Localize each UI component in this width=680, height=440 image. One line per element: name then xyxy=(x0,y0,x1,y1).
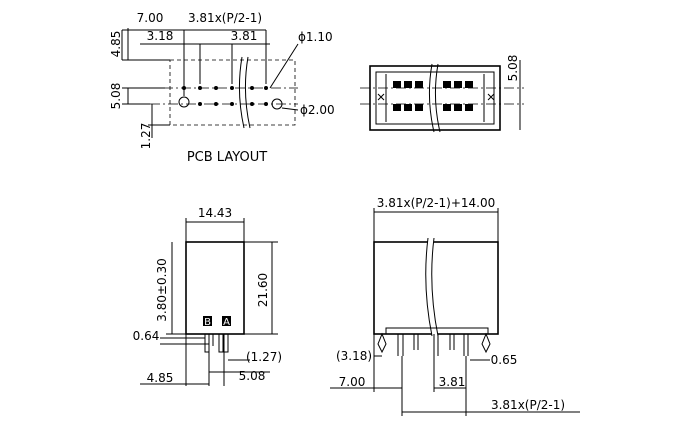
side-dim-width: 14.43 xyxy=(198,206,232,220)
front-dim-0-65: 0.65 xyxy=(491,353,518,367)
break-line xyxy=(244,56,251,129)
side-view: 14.43 21.60 3.80±0.30 B A 0.64 (1.27) xyxy=(133,206,282,386)
pcb-holes-row1 xyxy=(182,86,268,90)
side-dim-5-08: 5.08 xyxy=(239,369,266,383)
pcb-dim-hole-small: ϕ1.10 xyxy=(298,30,333,44)
pcb-dim-1-27: 1.27 xyxy=(139,123,153,150)
pcb-layout-title: PCB LAYOUT xyxy=(187,150,267,165)
side-pins xyxy=(204,333,229,353)
pcb-layout-view: 7.00 3.81x(P/2-1) 3.18 3.81 ϕ1.10 ϕ2.00 … xyxy=(109,11,335,165)
side-dim-3-80: 3.80±0.30 xyxy=(155,258,169,322)
pcb-dim-hole-large: ϕ2.00 xyxy=(300,103,335,117)
break-line xyxy=(238,56,245,129)
top-dim-5-08: 5.08 xyxy=(506,55,520,82)
front-view: 3.81x(P/2-1)+14.00 (3.18) 0.65 7.00 xyxy=(330,196,580,416)
side-dim-0-64: 0.64 xyxy=(133,329,160,343)
pcb-dim-3-81: 3.81 xyxy=(231,29,258,43)
front-dim-3-18: (3.18) xyxy=(336,349,372,363)
peg-hole-left xyxy=(178,96,190,108)
top-view: 5.08 xyxy=(360,55,524,133)
front-dim-3-81: 3.81 xyxy=(439,375,466,389)
pcb-dim-pitch: 3.81x(P/2-1) xyxy=(188,11,262,25)
front-dim-total: 3.81x(P/2-1)+14.00 xyxy=(377,196,495,210)
pin-label-b: B xyxy=(204,317,211,328)
pcb-dim-4-85: 4.85 xyxy=(109,31,123,58)
pcb-dim-7-00: 7.00 xyxy=(137,11,164,25)
pin-label-a: A xyxy=(223,317,230,328)
side-dim-height: 21.60 xyxy=(256,273,270,307)
side-dim-1-27: (1.27) xyxy=(246,350,282,364)
front-dim-7-00: 7.00 xyxy=(339,375,366,389)
front-dim-pitch: 3.81x(P/2-1) xyxy=(491,398,565,412)
contacts-row1 xyxy=(393,81,473,88)
pcb-outline xyxy=(169,59,296,126)
pcb-dim-3-18: 3.18 xyxy=(147,29,174,43)
pcb-dim-5-08: 5.08 xyxy=(109,83,123,110)
side-dim-4-85: 4.85 xyxy=(147,371,174,385)
contacts-row2 xyxy=(393,104,473,111)
front-pins xyxy=(377,332,491,356)
